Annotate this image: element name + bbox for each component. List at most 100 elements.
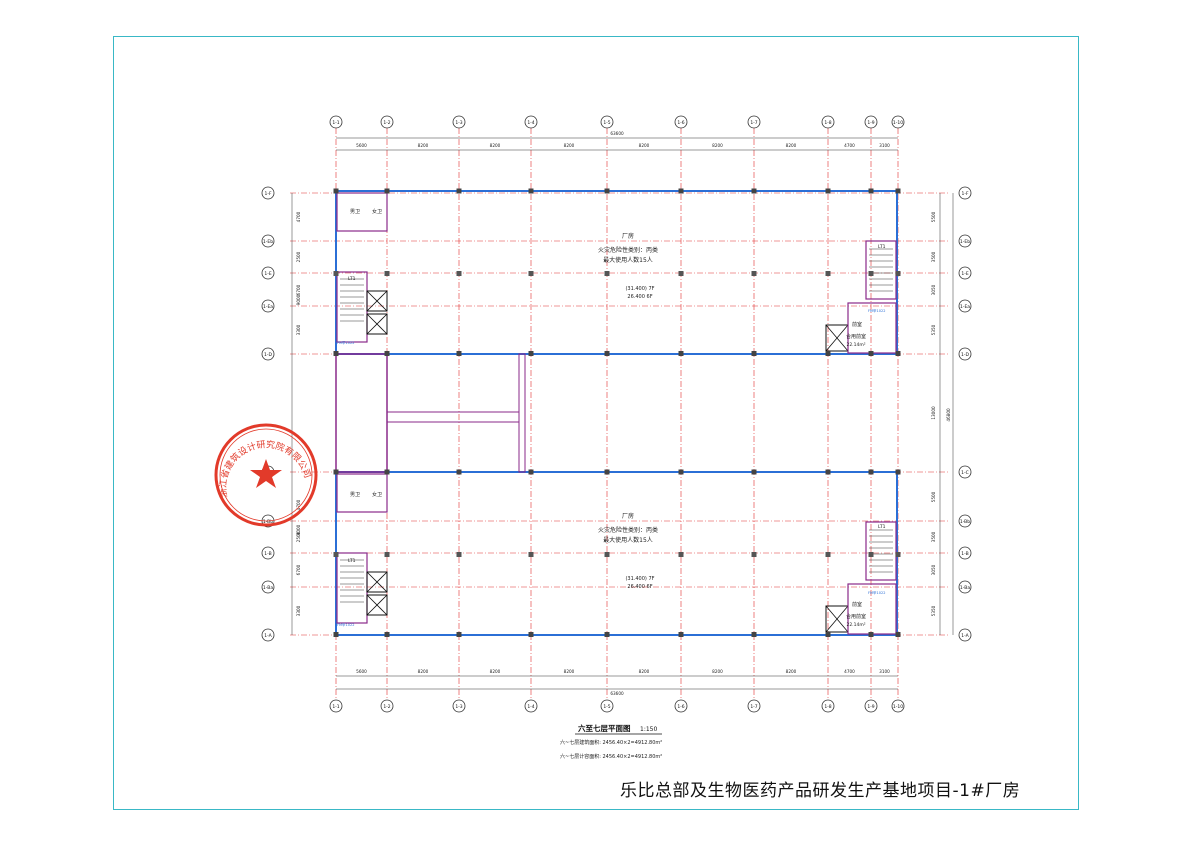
column bbox=[384, 351, 390, 356]
column bbox=[895, 552, 901, 557]
column bbox=[678, 351, 684, 356]
elevator-shaft bbox=[366, 594, 388, 616]
axis-bubble-right-text: 1-F bbox=[961, 191, 968, 197]
axis-bubble-bottom bbox=[452, 699, 466, 713]
lower-room-label: 厂房 bbox=[622, 512, 634, 520]
column bbox=[604, 632, 610, 637]
column bbox=[751, 469, 757, 475]
column bbox=[384, 188, 390, 194]
column bbox=[868, 632, 874, 637]
wc-f-lower: 女卫 bbox=[372, 491, 382, 498]
drawing-scale: 1:150 bbox=[640, 726, 657, 733]
elevator-cross bbox=[366, 313, 388, 335]
axis-bubble-bottom-text: 1-10 bbox=[893, 704, 903, 710]
column bbox=[384, 552, 390, 557]
axis-bubble-left bbox=[261, 266, 275, 280]
axis-bubble-right-text: 1-Ba bbox=[960, 585, 970, 591]
area-a-lower: 22.14m² bbox=[846, 622, 865, 628]
column bbox=[456, 469, 462, 475]
dim-bay-bottom: 8200 bbox=[564, 669, 575, 674]
lower-elevation: (31.400) 7F bbox=[625, 576, 654, 582]
axis-bubble-top-text: 1-4 bbox=[527, 120, 534, 126]
column bbox=[751, 188, 757, 194]
axis-bubble-top bbox=[524, 115, 538, 129]
axis-bubble-right bbox=[958, 234, 972, 248]
lower-block-wall bbox=[335, 471, 898, 636]
axis-bubble-top-text: 1-8 bbox=[824, 120, 831, 126]
lower-level: 26.400 6F bbox=[627, 584, 652, 590]
dim-bay-top: 3100 bbox=[879, 143, 890, 148]
axis-bubble-bottom-text: 1-9 bbox=[867, 704, 874, 710]
dim-left: 2500 bbox=[296, 251, 301, 262]
dim-total-top: 63600 bbox=[610, 131, 624, 136]
dim-bay-top: 8200 bbox=[639, 143, 650, 148]
axis-bubble-top-text: 1-2 bbox=[383, 120, 390, 126]
dim-left: 3300 bbox=[296, 605, 301, 616]
axis-bubble-bottom bbox=[600, 699, 614, 713]
axis-bubble-top-text: 1-10 bbox=[893, 120, 903, 126]
axis-bubble-bottom-text: 1-3 bbox=[455, 704, 462, 710]
axis-bubble-right bbox=[958, 514, 972, 528]
elevator-shaft bbox=[366, 571, 388, 593]
column bbox=[868, 188, 874, 194]
wc-block bbox=[336, 473, 388, 513]
dim-right: 5350 bbox=[931, 605, 936, 616]
dim-bay-top: 8200 bbox=[418, 143, 429, 148]
dim-bay-bottom: 8200 bbox=[490, 669, 501, 674]
axis-bubble-left-text: 1-B bbox=[264, 551, 271, 557]
column bbox=[895, 469, 901, 475]
dim-right: 5500 bbox=[931, 491, 936, 502]
axis-bubble-left-text: 1-Eb bbox=[263, 239, 273, 245]
elevator-cross bbox=[366, 571, 388, 593]
elevator-shaft bbox=[366, 313, 388, 335]
axis-bubble-left-text: 1-E bbox=[264, 271, 271, 277]
stair-label-ul: LT1 bbox=[348, 276, 356, 282]
dim-bay-bottom: 8200 bbox=[786, 669, 797, 674]
axis-bubble-left bbox=[261, 347, 275, 361]
axis-bubble-top bbox=[891, 115, 905, 129]
dim-bay-top: 5600 bbox=[356, 143, 367, 148]
column bbox=[333, 632, 339, 637]
elevator-cross bbox=[825, 605, 849, 633]
upper-room-label: 厂房 bbox=[622, 232, 634, 240]
wc-f-upper: 女卫 bbox=[372, 208, 382, 215]
axis-bubble-bottom bbox=[864, 699, 878, 713]
dim-bay-top: 8200 bbox=[490, 143, 501, 148]
column bbox=[528, 552, 534, 557]
axis-bubble-top bbox=[821, 115, 835, 129]
axis-labels-left: 1-F1-Eb1-E1-Ea1-D1-C1-Bb1-B1-Ba1-A bbox=[261, 186, 275, 642]
elevator-shaft bbox=[366, 290, 388, 312]
axis-bubble-bottom bbox=[891, 699, 905, 713]
axis-bubble-top-text: 1-6 bbox=[677, 120, 684, 126]
stair-label-ll: LT1 bbox=[348, 558, 356, 564]
column bbox=[895, 632, 901, 637]
column bbox=[825, 552, 831, 557]
connector-corridor bbox=[386, 411, 520, 423]
stair-label-lr: LT1 bbox=[878, 524, 886, 530]
lower-people: 最大使用人数15人 bbox=[603, 536, 653, 544]
wc-m-lower: 男卫 bbox=[350, 492, 360, 498]
exterior-walls bbox=[333, 188, 901, 637]
axis-bubble-bottom bbox=[329, 699, 343, 713]
column bbox=[528, 271, 534, 276]
column bbox=[825, 271, 831, 276]
axis-bubble-bottom bbox=[674, 699, 688, 713]
column bbox=[678, 552, 684, 557]
dim-bay-top: 8200 bbox=[564, 143, 575, 148]
company-seal: 浙江省建筑设计研究院有限公司 bbox=[214, 423, 318, 527]
axis-bubble-right bbox=[958, 546, 972, 560]
axis-bubble-left-text: 1-Ba bbox=[263, 585, 273, 591]
upper-level: 26.400 6F bbox=[627, 294, 652, 300]
dim-bay-bottom: 8200 bbox=[418, 669, 429, 674]
door-code-2: FM甲1022 bbox=[337, 623, 354, 627]
axis-bubble-top bbox=[747, 115, 761, 129]
axis-bubble-right bbox=[958, 266, 972, 280]
axis-bubble-left-text: 1-Bb bbox=[263, 519, 273, 525]
column bbox=[825, 188, 831, 194]
column bbox=[868, 469, 874, 475]
axis-bubble-right bbox=[958, 186, 972, 200]
upper-people: 最大使用人数15人 bbox=[603, 256, 653, 264]
